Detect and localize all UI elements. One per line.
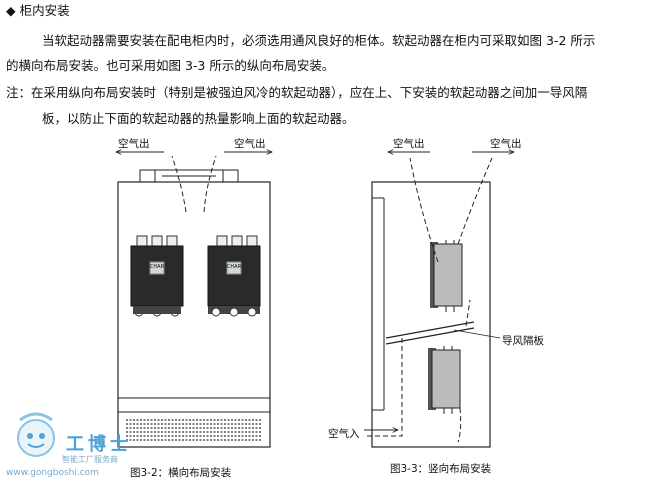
air-out-label-1: 空气出 — [118, 138, 150, 150]
paragraph-line-2: 的横向布局安装。也可采用如图 3-3 所示的纵向布局安装。 — [6, 58, 335, 73]
note-line-1: 注：在采用纵向布局安装时（特别是被强迫风冷的软起动器），应在上、下安装的软起动器… — [6, 85, 588, 100]
mascot-icon — [17, 419, 55, 457]
cabinet-horizontal — [117, 181, 271, 448]
note-line-2: 板，以防止下面的软起动器的热量影响上面的软起动器。 — [42, 111, 355, 126]
soft-starter-upper — [430, 240, 463, 312]
air-out-label-4: 空气出 — [490, 138, 522, 150]
watermark-subtitle: 智能工厂服务商 — [62, 455, 118, 464]
watermark-url: www.gongboshi.com — [6, 468, 99, 478]
guide-plate-leader — [453, 329, 501, 339]
paragraph-line-1: 当软起动器需要安装在配电柜内时，必须选用通风良好的柜体。软起动器在柜内可采取如图… — [42, 33, 596, 48]
bottom-grille — [126, 419, 262, 441]
soft-starter-lower — [428, 346, 461, 414]
device-screen-text-right: CHAR — [227, 264, 242, 270]
section-heading-text: 柜内安装 — [19, 3, 70, 18]
diamond-bullet-icon: ◆ — [6, 3, 16, 18]
horizontal-layout-figure: CHAR CHAR — [116, 152, 272, 448]
air-out-label-2: 空气出 — [234, 138, 266, 150]
watermark-logo — [17, 412, 55, 457]
vertical-layout-figure — [364, 152, 514, 448]
soft-starter-left — [130, 235, 184, 317]
figure-3-2-caption: 图3-2：横向布局安装 — [130, 467, 232, 479]
device-screen-text-left: CHAR — [150, 264, 165, 270]
figure-3-3-caption: 图3-3：竖向布局安装 — [390, 463, 492, 475]
air-guide-plate — [385, 321, 475, 339]
soft-starter-right — [207, 235, 261, 317]
guide-plate-label: 导风隔板 — [502, 335, 544, 347]
section-heading: ◆ 柜内安装 — [6, 2, 70, 20]
watermark-brand: 工博士 — [66, 434, 132, 455]
air-in-label: 空气入 — [328, 428, 360, 440]
air-out-label-3: 空气出 — [393, 138, 425, 150]
